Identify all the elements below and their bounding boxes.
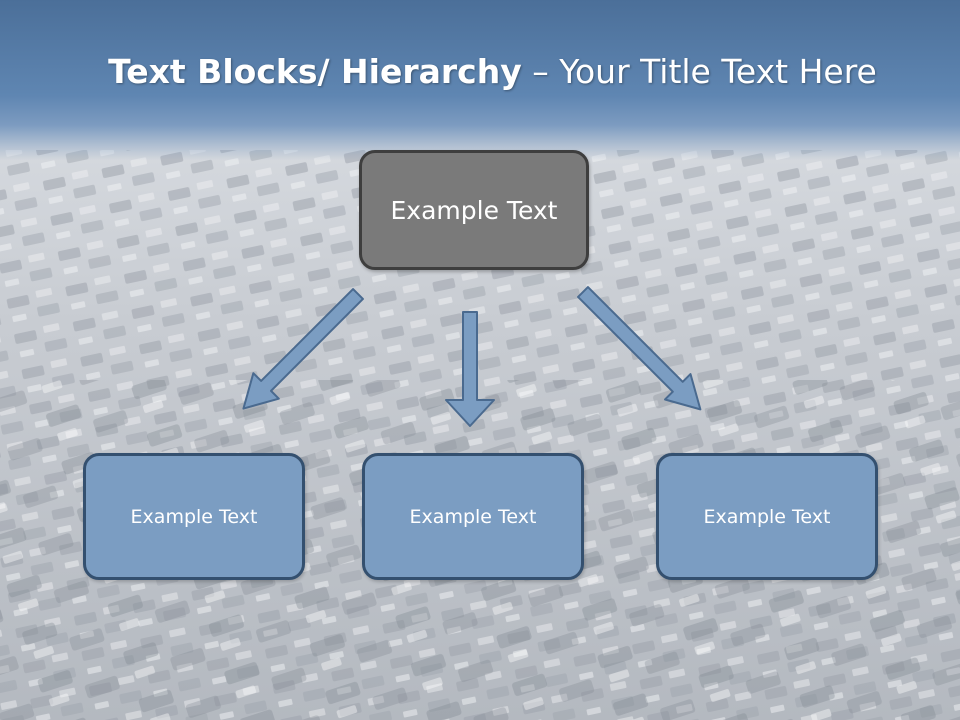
slide-title: Text Blocks/ Hierarchy – Your Title Text… xyxy=(0,52,960,91)
root-text-label: Example Text xyxy=(390,195,558,225)
arrow-to-right-box xyxy=(577,286,702,411)
title-separator: – xyxy=(521,52,560,91)
arrow-to-left-box xyxy=(242,288,364,410)
title-bold-part: Text Blocks/ Hierarchy xyxy=(108,52,522,91)
child-text-label-center: Example Text xyxy=(409,505,537,528)
child-text-box-right[interactable]: Example Text xyxy=(656,453,878,580)
child-text-box-left[interactable]: Example Text xyxy=(83,453,305,580)
title-regular-part: Your Title Text Here xyxy=(559,52,877,91)
child-text-box-center[interactable]: Example Text xyxy=(362,453,584,580)
child-text-label-right: Example Text xyxy=(703,505,831,528)
arrow-to-center-box xyxy=(445,311,495,427)
child-text-label-left: Example Text xyxy=(130,505,258,528)
header-band xyxy=(0,0,960,160)
root-text-box[interactable]: Example Text xyxy=(359,150,589,270)
